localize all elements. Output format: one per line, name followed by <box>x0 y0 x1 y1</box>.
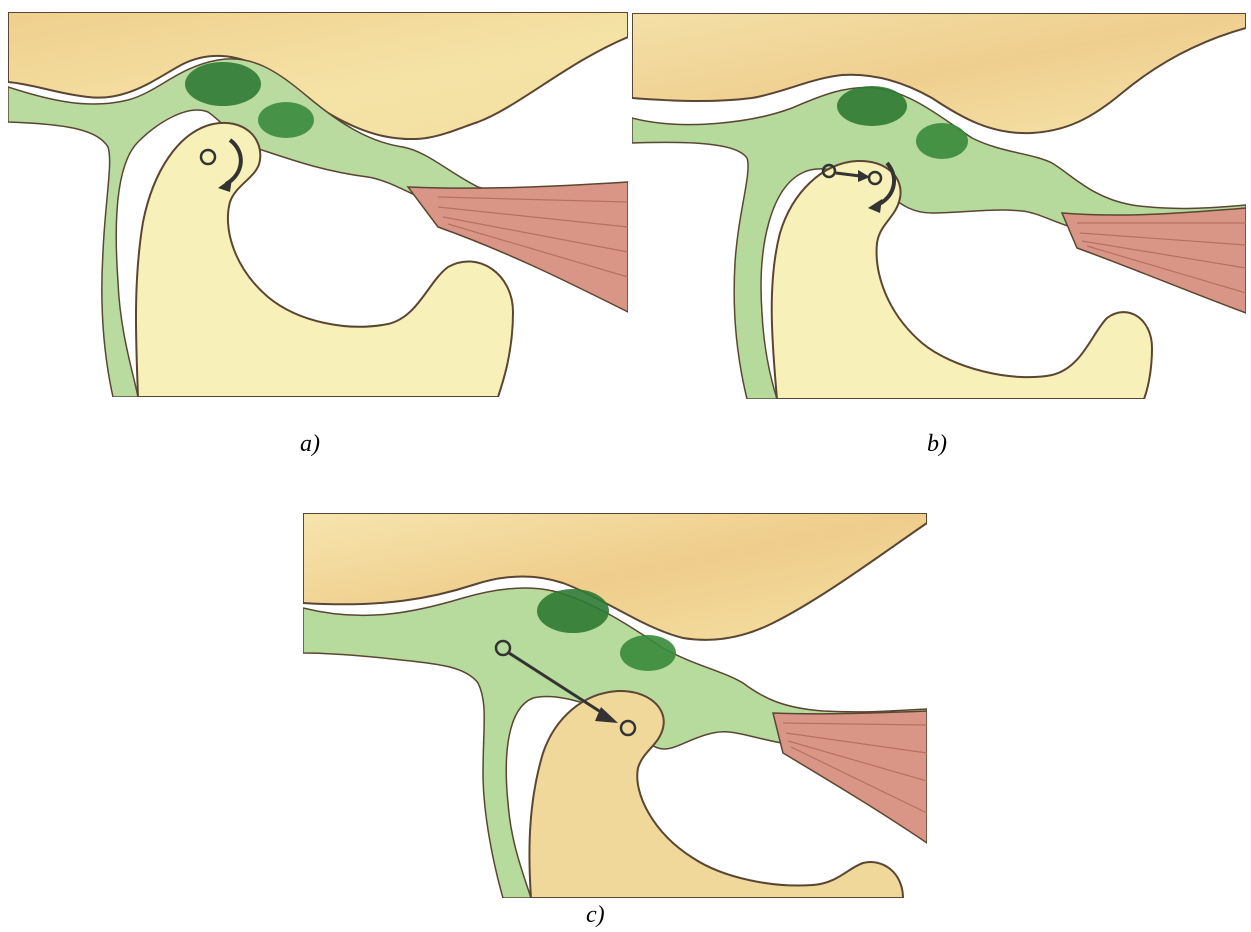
panel-b-illustration <box>632 13 1246 399</box>
lateral-pterygoid-muscle <box>1062 208 1246 313</box>
panel-c-svg <box>303 513 927 898</box>
panel-a-illustration <box>8 12 628 397</box>
disc-pad-posterior <box>185 62 261 106</box>
panel-b-caption: b) <box>927 432 947 456</box>
disc-pad-posterior <box>537 589 609 633</box>
disc-pad-anterior <box>258 102 314 138</box>
disc-pad-anterior <box>916 123 968 159</box>
panel-a-svg <box>8 12 628 397</box>
disc-pad-posterior <box>837 86 907 126</box>
panel-c-illustration <box>303 513 927 898</box>
panel-b-svg <box>632 13 1246 399</box>
panel-a-caption: a) <box>300 432 320 456</box>
panel-c-caption: c) <box>586 903 605 927</box>
disc-pad-anterior <box>620 635 676 671</box>
lateral-pterygoid-muscle <box>773 711 927 843</box>
